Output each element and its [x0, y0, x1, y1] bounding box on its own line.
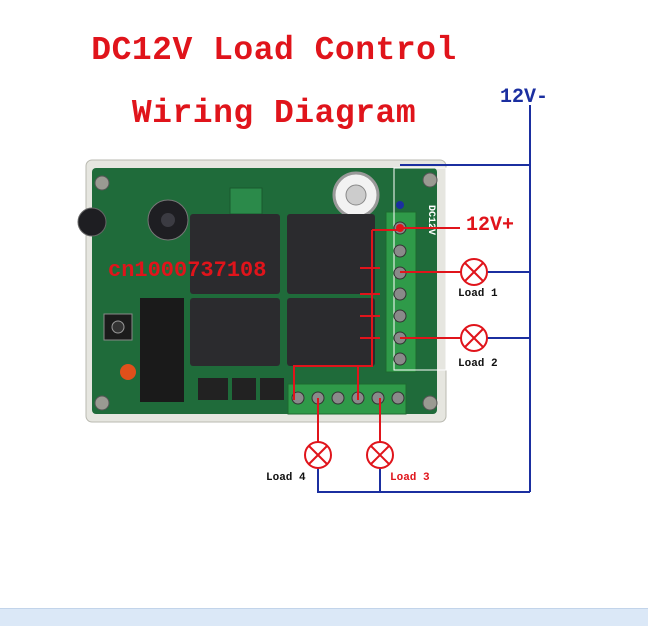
- load-2-label: Load 2: [458, 358, 498, 370]
- lamp-load-1: [460, 258, 488, 286]
- board-dc12v-label: DC12V: [425, 205, 436, 235]
- diagram-title-line1: DC12V Load Control: [91, 32, 457, 69]
- positive-wire: [293, 227, 460, 400]
- load-3-label: Load 3: [390, 472, 430, 484]
- watermark-text: cn1000737108: [108, 258, 267, 283]
- diagram-title-line2: Wiring Diagram: [131, 95, 417, 132]
- supply-positive-label: 12V+: [466, 214, 515, 237]
- load-wires: [317, 271, 461, 442]
- supply-negative-label: 12V-: [500, 86, 549, 109]
- terminal-block-bottom: [287, 383, 407, 415]
- positive-terminal: [396, 224, 404, 232]
- lamp-load-3: [366, 441, 394, 469]
- relay-group: [190, 214, 375, 400]
- bottom-bar: [0, 608, 648, 626]
- load-1-label: Load 1: [458, 288, 498, 300]
- load-4-label: Load 4: [266, 472, 306, 484]
- lamp-load-2: [460, 324, 488, 352]
- lamp-load-4: [304, 441, 332, 469]
